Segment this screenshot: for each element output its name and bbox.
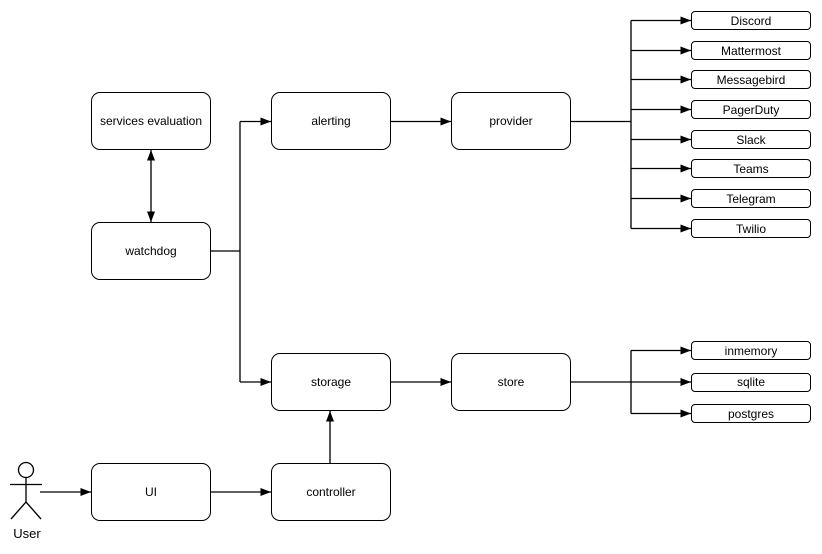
- node-label: storage: [310, 374, 352, 389]
- user-actor-label: User: [13, 526, 41, 541]
- leaf-label: Discord: [730, 13, 772, 28]
- leaf-slack: Slack: [691, 130, 811, 149]
- leaf-label: Teams: [733, 161, 769, 176]
- leaf-label: PagerDuty: [722, 102, 780, 117]
- node-ui: UI: [91, 463, 211, 521]
- leaf-label: inmemory: [724, 343, 778, 358]
- node-label: watchdog: [125, 243, 177, 258]
- node-store: store: [451, 353, 571, 411]
- connector-store-rail: [571, 350, 632, 414]
- connector-provider-rail: [571, 20, 632, 229]
- leaf-inmemory: inmemory: [691, 341, 811, 360]
- node-label: store: [497, 374, 525, 389]
- node-label: alerting: [311, 113, 351, 128]
- node-label: provider: [489, 113, 533, 128]
- node-services-evaluation: services evaluation: [91, 92, 211, 150]
- node-label: UI: [145, 484, 157, 499]
- node-controller: controller: [271, 463, 391, 521]
- leaf-mattermost: Mattermost: [691, 41, 811, 60]
- node-watchdog: watchdog: [91, 222, 211, 280]
- leaf-telegram: Telegram: [691, 189, 811, 208]
- node-provider: provider: [451, 92, 571, 150]
- leaf-label: Slack: [736, 132, 766, 147]
- node-alerting: alerting: [271, 92, 391, 150]
- leaf-label: sqlite: [736, 375, 765, 389]
- leaf-label: Mattermost: [720, 43, 781, 58]
- leaf-label: Telegram: [726, 191, 776, 206]
- leaf-messagebird: Messagebird: [691, 70, 811, 89]
- leaf-pagerduty: PagerDuty: [691, 100, 811, 119]
- leaf-postgres: postgres: [691, 404, 811, 423]
- node-label: services evaluation: [99, 113, 203, 128]
- leaf-sqlite: sqlite: [691, 372, 811, 392]
- user-actor-icon: [10, 461, 42, 520]
- leaf-teams: Teams: [691, 159, 811, 178]
- node-storage: storage: [271, 353, 391, 411]
- leaf-twilio: Twilio: [691, 219, 811, 238]
- node-label: controller: [306, 484, 356, 499]
- leaf-label: postgres: [727, 406, 775, 421]
- leaf-label: Messagebird: [716, 72, 786, 87]
- leaf-discord: Discord: [691, 11, 811, 30]
- leaf-label: Twilio: [735, 221, 766, 236]
